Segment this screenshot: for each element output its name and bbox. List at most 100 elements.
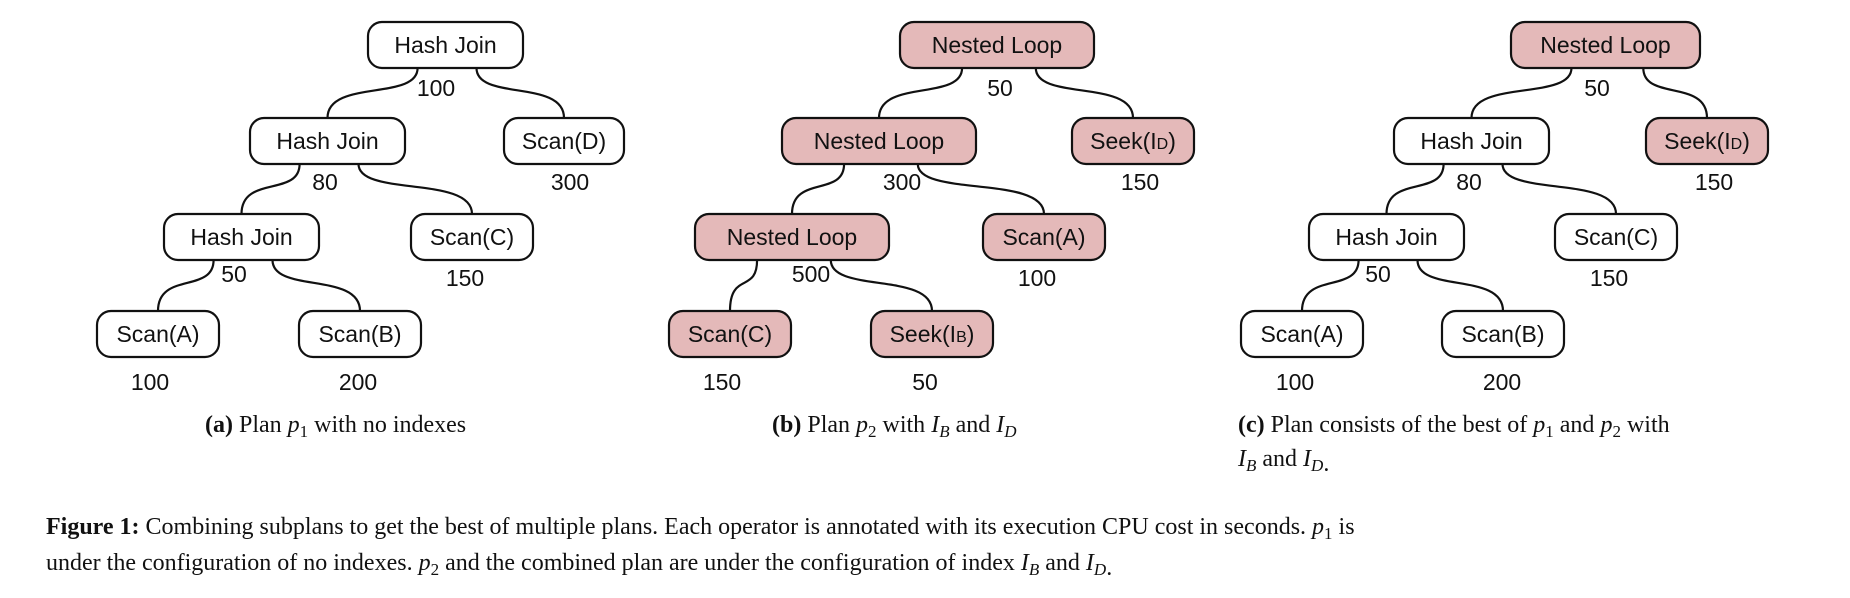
edges-layer <box>156 67 1709 312</box>
plan-node-box <box>1070 116 1196 166</box>
plan-node-box <box>1239 309 1365 359</box>
plan-node-box <box>1553 212 1679 262</box>
plan-node-seek-id: Seek(ID) 150 <box>1070 116 1196 195</box>
plan-node-cost: 150 <box>1121 169 1159 195</box>
edge-b5-b6 <box>728 259 759 312</box>
plan-node-label: Seek(IB) <box>890 321 975 347</box>
plan-node-seek-ib: Seek(IB)50 <box>869 309 995 395</box>
plan-node-scan-a: Scan(A) 100 <box>95 309 221 395</box>
plan-node-cost: 100 <box>1018 265 1056 291</box>
plan-node-cost: 80 <box>312 169 338 195</box>
edge-b3-b4 <box>916 163 1046 215</box>
plan-node-cost: 150 <box>446 265 484 291</box>
plan-node-label: Hash Join <box>190 224 292 250</box>
plan-node-cost: 50 <box>987 75 1013 101</box>
plan-node-box <box>95 309 221 359</box>
edge-a5-a6 <box>156 259 215 312</box>
edge-c5-c6 <box>1300 259 1360 312</box>
caption-a-tag: (a) <box>205 412 233 438</box>
caption-a: (a) Plan p1 with no indexes <box>205 412 466 441</box>
caption-a-body: Plan p1 with no indexes <box>239 412 466 441</box>
plan-node-label: Scan(C) <box>688 321 772 347</box>
plan-node-label: Scan(A) <box>1260 321 1343 347</box>
plan-node-cost: 100 <box>131 369 169 395</box>
plan-node-box <box>1440 309 1566 359</box>
edge-c3-c4 <box>1501 163 1618 215</box>
svg-text:(c) Plan consists of th: (c) Plan consists of the best of p1 and … <box>1238 412 1670 441</box>
plan-node-scan-c: Scan(C)150 <box>409 212 535 291</box>
plan-node-box <box>409 212 535 262</box>
plan-node-label: Nested Loop <box>1540 32 1670 58</box>
plan-node-label: Seek(ID) <box>1090 128 1176 154</box>
plan-node-label: Scan(A) <box>116 321 199 347</box>
svg-text:(a) Plan p1 with no ind: (a) Plan p1 with no indexes <box>205 412 466 441</box>
plan-node-label: Hash Join <box>276 128 378 154</box>
plan-node-label: Hash Join <box>1420 128 1522 154</box>
plan-node-box <box>869 309 995 359</box>
plan-node-hash-join: Hash Join 50 <box>162 212 321 287</box>
edge-a1-a3 <box>326 67 419 119</box>
edge-b3-b5 <box>790 163 846 215</box>
plan-node-label: Nested Loop <box>814 128 944 154</box>
plan-node-cost: 200 <box>339 369 377 395</box>
edge-c5-c7 <box>1416 259 1505 312</box>
plan-node-cost: 50 <box>221 261 247 287</box>
plan-node-scan-a: Scan(A) 100 <box>981 212 1107 291</box>
edge-a5-a7 <box>271 259 362 312</box>
plan-node-scan-a: Scan(A) 100 <box>1239 309 1365 395</box>
plan-node-label: Hash Join <box>394 32 496 58</box>
edge-b1-b3 <box>877 67 964 119</box>
svg-text:(b) Plan p2 with IB and: (b) Plan p2 with IB and ID <box>772 412 1017 441</box>
edge-c3-c5 <box>1385 163 1445 215</box>
plan-node-cost: 150 <box>703 369 741 395</box>
plan-node-box <box>981 212 1107 262</box>
plan-node-cost: 300 <box>883 169 921 195</box>
svg-text:Figure 1: Combining sub: Figure 1: Combining subplans to get the … <box>46 514 1355 543</box>
plan-node-label: Nested Loop <box>932 32 1062 58</box>
caption-c-line2: IB and ID. <box>1237 446 1329 477</box>
plan-node-scan-c: Scan(C) 150 <box>667 309 793 395</box>
plan-node-cost: 80 <box>1456 169 1482 195</box>
plan-node-scan-b: Scan(B) 200 <box>297 309 423 395</box>
plan-node-cost: 500 <box>792 261 830 287</box>
figure-caption-line1: Combining subplans to get the best of mu… <box>146 514 1355 543</box>
plan-node-box <box>502 116 626 166</box>
plan-node-cost: 150 <box>1590 265 1628 291</box>
edge-c1-c2 <box>1642 67 1709 119</box>
plan-node-cost: 200 <box>1483 369 1521 395</box>
plan-node-cost: 100 <box>1276 369 1314 395</box>
plan-node-label: Scan(A) <box>1002 224 1085 250</box>
caption-c: (c) Plan consists of the best of p1 and … <box>1237 412 1670 477</box>
edge-a3-a4 <box>357 163 474 215</box>
plan-node-cost: 300 <box>551 169 589 195</box>
plan-node-label: Scan(C) <box>1574 224 1658 250</box>
plan-node-cost: 50 <box>1365 261 1391 287</box>
plan-node-label: Scan(D) <box>522 128 606 154</box>
plan-node-seek-id: Seek(ID)150 <box>1644 116 1770 195</box>
plan-node-scan-d: Scan(D) 300 <box>502 116 626 195</box>
plan-node-box <box>297 309 423 359</box>
plan-node-label: Seek(ID) <box>1664 128 1750 154</box>
plan-node-nested-loop: Nested Loop 50 <box>898 20 1096 101</box>
plan-node-box <box>162 212 321 262</box>
plan-node-hash-join: Hash Join 80 <box>248 116 407 195</box>
figure-caption: Figure 1: Combining subplans to get the … <box>46 514 1355 581</box>
plan-node-label: Scan(B) <box>318 321 401 347</box>
edge-a1-a2 <box>475 67 566 119</box>
plan-node-scan-c: Scan(C) 150 <box>1553 212 1679 291</box>
plan-node-box <box>1392 116 1551 166</box>
plan-node-nested-loop: Nested Loop 300 <box>780 116 978 195</box>
plan-node-box <box>1307 212 1466 262</box>
plan-node-box <box>667 309 793 359</box>
plan-node-box <box>780 116 978 166</box>
plan-node-box <box>366 20 525 70</box>
plan-node-label: Scan(B) <box>1461 321 1544 347</box>
plan-node-box <box>693 212 891 262</box>
plan-node-box <box>248 116 407 166</box>
